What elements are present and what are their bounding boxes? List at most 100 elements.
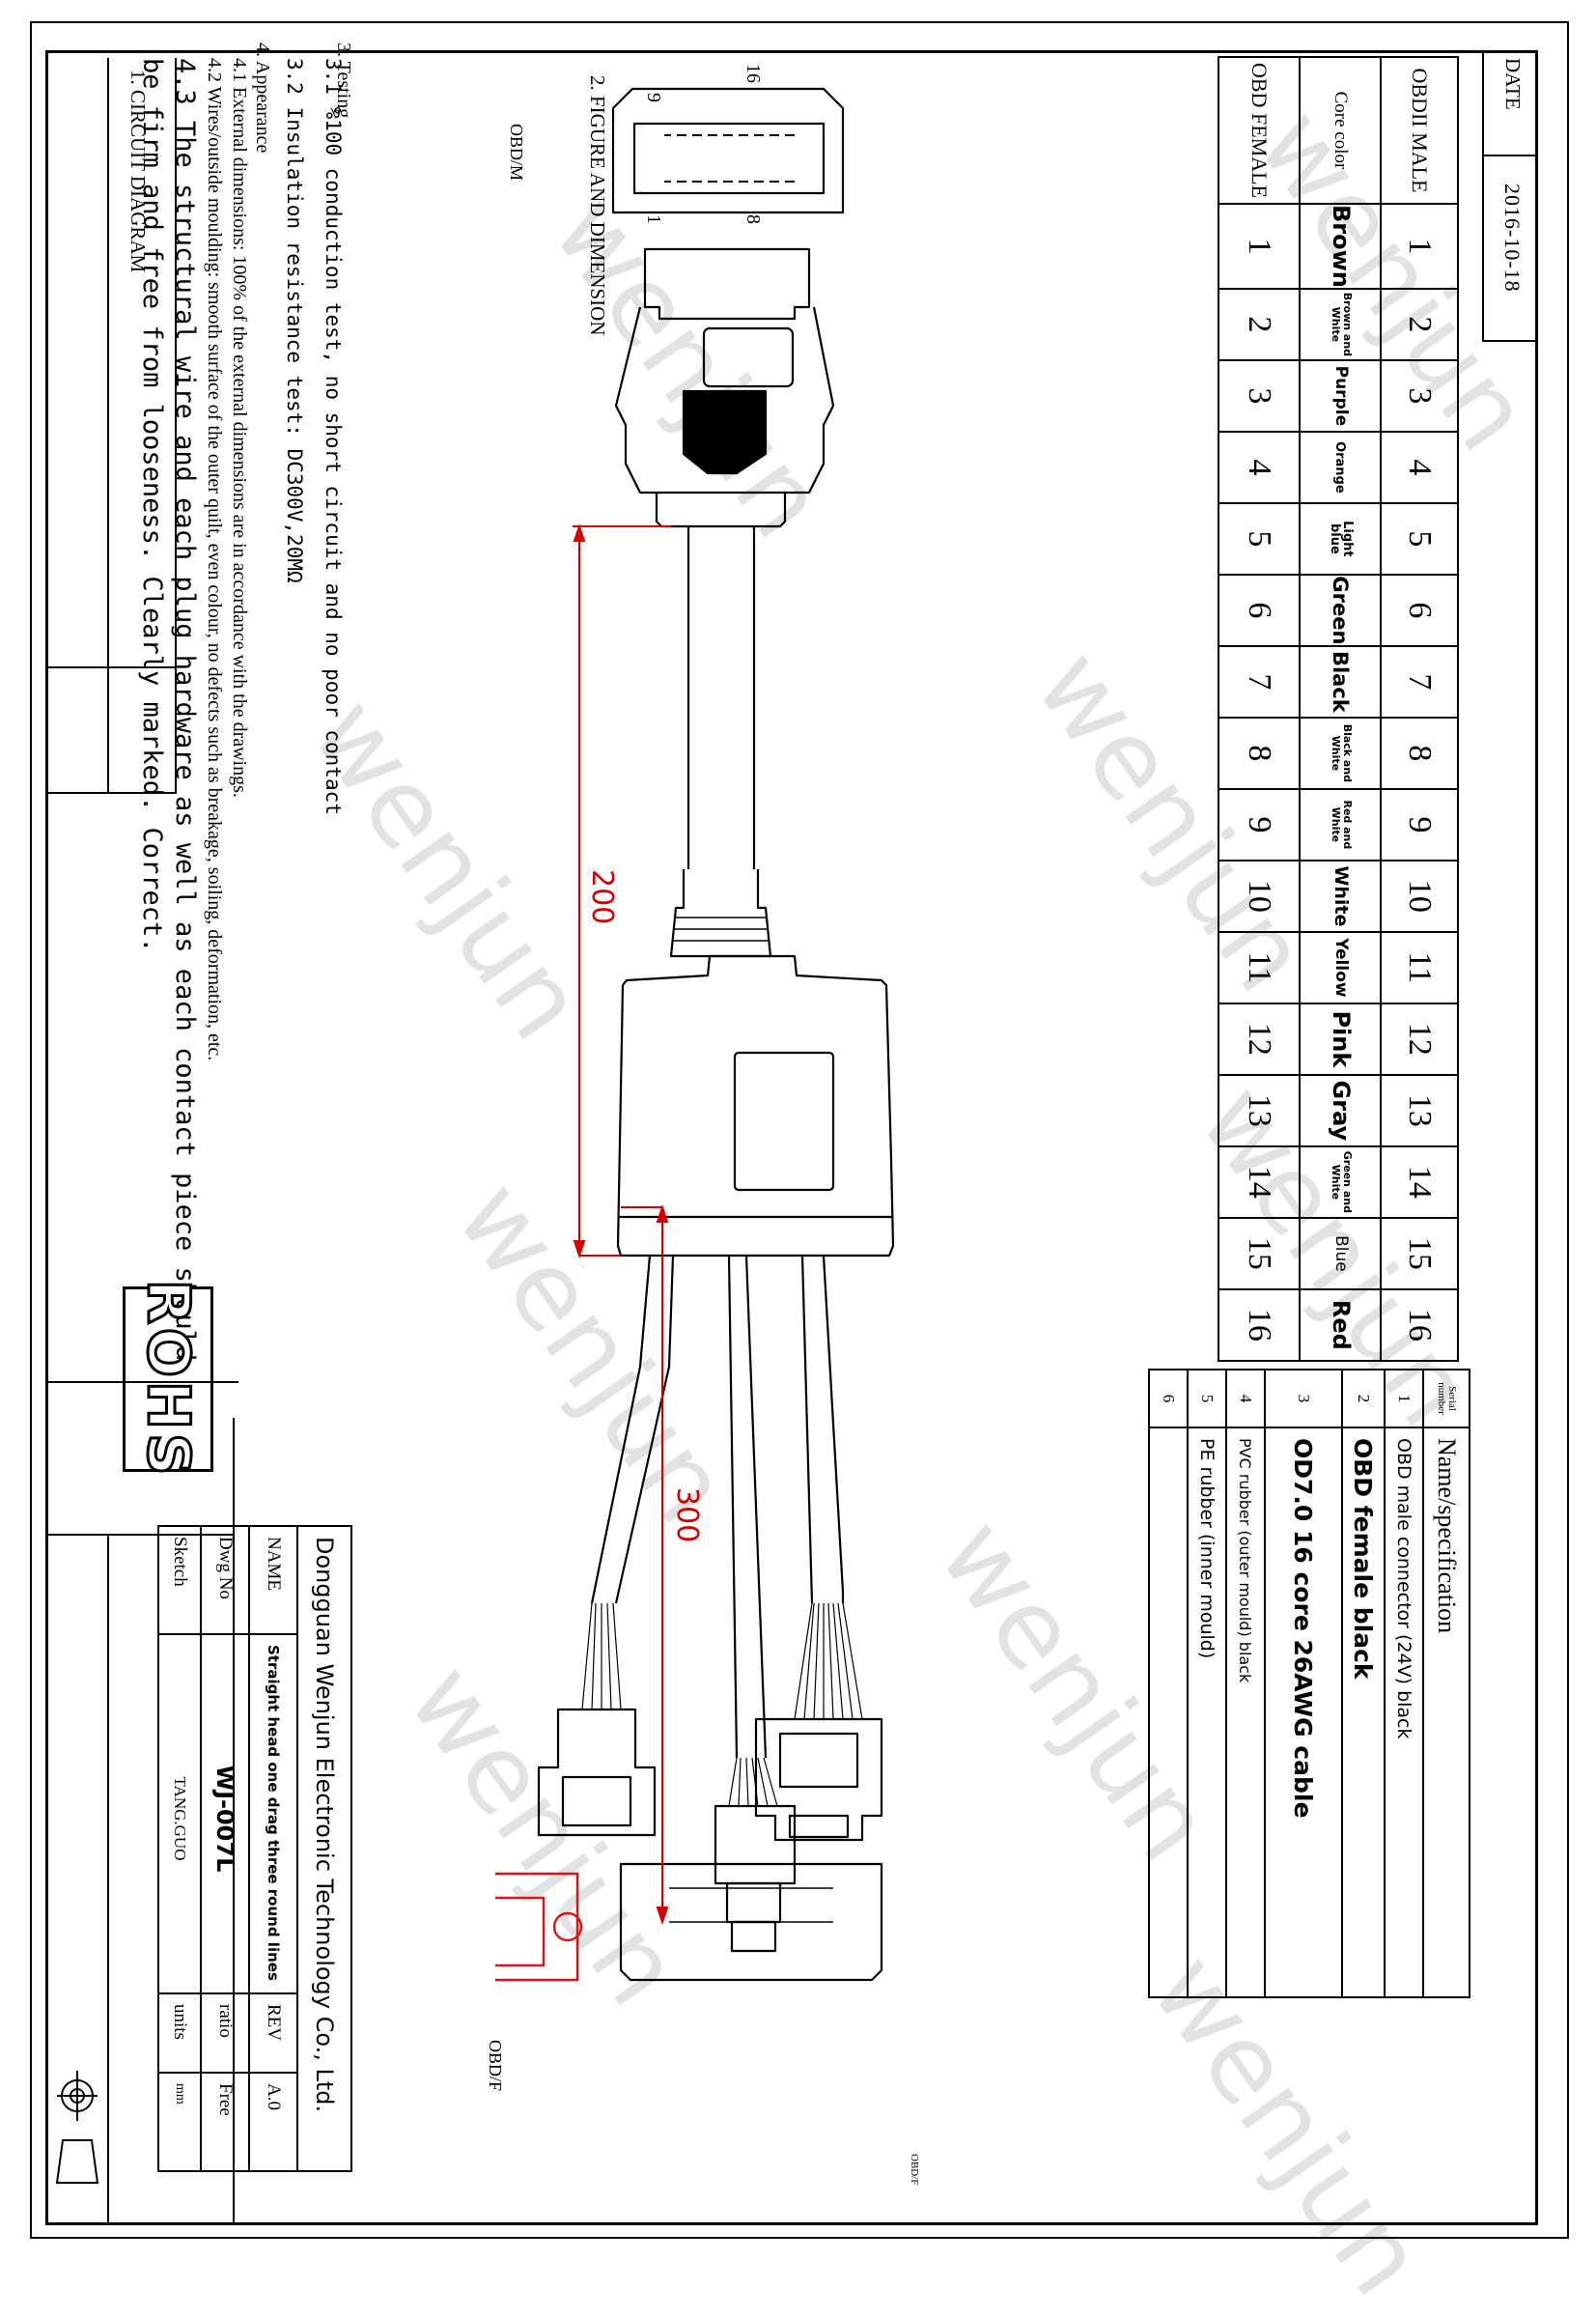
dwg-value: WJ-007L [201, 1634, 249, 1993]
branch-cable-1 [822, 1255, 845, 1603]
male-pin: 3 [1381, 359, 1458, 432]
core-color: Black and White [1330, 723, 1354, 783]
bom-name: OD7.0 16 core 26AWG cable [1265, 1427, 1342, 1997]
core-color: Brown and White [1330, 292, 1354, 357]
bom-name: OBD male connector (24V) black [1385, 1427, 1423, 1997]
female-pin: 16 [1218, 1288, 1300, 1361]
bom-name: PVC rubber (outer mould) black [1226, 1427, 1265, 1997]
obd-male-grip [682, 389, 768, 475]
rev-value: A.0 [249, 2073, 297, 2171]
pin-row-female: OBD FEMALE 1 2 3 4 5 6 7 8 9 10 11 12 13… [1218, 57, 1300, 1361]
projection-symbol-icon [55, 2071, 99, 2184]
name-label: NAME [249, 1526, 297, 1634]
male-pin: 13 [1381, 1074, 1458, 1146]
bom-serial: 3 [1265, 1370, 1342, 1427]
date-label: DATE [1501, 58, 1525, 110]
ratio-label: ratio [201, 1993, 249, 2073]
name-value: Straight head one drag three round lines [249, 1634, 297, 1993]
date-divider [1484, 155, 1538, 156]
frame-rule [107, 1534, 109, 2225]
obd-female-connector-1 [754, 1717, 883, 1842]
core-color: Red [1327, 1299, 1355, 1350]
female-pin: 7 [1218, 645, 1300, 718]
pin-number-label: 1 [643, 214, 664, 224]
harness-diagram [495, 87, 895, 1982]
appearance-item-3b: be firm and free from looseness. Clearly… [137, 58, 167, 953]
obd-male-shell [614, 306, 835, 494]
obd-male-label: OBD/M [507, 124, 526, 182]
row-label-male: OBDII MALE [1381, 57, 1458, 204]
rohs-mark: ROHS [123, 1278, 213, 1481]
obd-male-label-window [702, 326, 795, 388]
pin-row-male: OBDII MALE 1 2 3 4 5 6 7 8 9 10 11 12 13… [1381, 57, 1458, 1361]
obd-male-body [643, 247, 811, 321]
male-pin: 6 [1381, 574, 1458, 646]
bom-name: OBD female black [1342, 1427, 1385, 1997]
female-pin: 12 [1218, 1003, 1300, 1075]
sketch-label: Sketch [158, 1526, 201, 1634]
splitter-strain-relief [669, 869, 772, 958]
bom-name: PE rubber (inner mould) [1188, 1427, 1226, 1997]
branch-cable-3b [590, 1255, 652, 1604]
male-pin: 10 [1381, 860, 1458, 932]
bom-header-name: Name/specification [1423, 1427, 1470, 1997]
frame-rule [107, 58, 109, 792]
obd-female-label: OBD/F [486, 2040, 505, 2092]
core-color: White [1330, 865, 1352, 927]
branch-cable-2 [744, 1255, 768, 1759]
pin-number-label: 8 [742, 214, 764, 224]
female-pin: 13 [1218, 1074, 1300, 1146]
title-block: Dongguan Wenjun Electronic Technology Co… [157, 1525, 352, 2172]
core-color: Blue [1331, 1235, 1351, 1272]
bom-table: Serial number Name/specification 1 OBD m… [1148, 1369, 1470, 1998]
male-pin: 4 [1381, 431, 1458, 503]
obd-female-connector-2 [714, 1804, 797, 1885]
sketch-value: TANG.GUO [158, 1634, 201, 1993]
obd-male-face [611, 87, 845, 214]
dwg-label: Dwg No [201, 1526, 249, 1634]
appearance-item-2: 4.2 Wires/outside moulding: smooth surfa… [204, 58, 225, 1061]
bom-header-serial: Serial number [1423, 1370, 1470, 1427]
row-label-color: Core color [1300, 57, 1381, 204]
core-color: Gray [1327, 1080, 1355, 1142]
units-label: units [158, 1993, 201, 2073]
male-pin: 16 [1381, 1288, 1458, 1361]
ratio-value: Free [201, 2073, 249, 2171]
branch-cable-3 [614, 1255, 675, 1604]
core-color: Green and White [1330, 1150, 1354, 1213]
pin-number-label: 9 [643, 93, 664, 102]
bom-serial: 1 [1385, 1370, 1423, 1427]
female-pin: 9 [1218, 788, 1300, 861]
core-color: Green [1329, 576, 1353, 645]
company-name: Dongguan Wenjun Electronic Technology Co… [297, 1526, 351, 2171]
male-pin: 2 [1381, 288, 1458, 360]
branch-cable-1b [800, 1255, 814, 1604]
core-color: Light blue [1327, 521, 1356, 557]
branch-cable-2b [727, 1255, 739, 1759]
obd-female-face-a [619, 1862, 883, 1982]
core-color: Brown [1327, 205, 1355, 288]
female-pin: 5 [1218, 502, 1300, 575]
obd-female-red-face [495, 1872, 583, 1982]
units-value: mm [158, 2073, 201, 2171]
appearance-item-1: 4.1 External dimensions: 100% of the ext… [229, 58, 250, 798]
obd-female-small-label: OBD/F [909, 2154, 920, 2186]
rev-label: REV [249, 1993, 297, 2073]
male-pin: 9 [1381, 788, 1458, 861]
date-value: 2016-10-18 [1500, 184, 1525, 293]
female-pin: 15 [1218, 1217, 1300, 1289]
female-pin: 8 [1218, 717, 1300, 789]
core-color: Pink [1327, 1010, 1355, 1068]
male-pin: 12 [1381, 1003, 1458, 1075]
drawing-sheet: wenjun wenjun wenjun wenjun wenjun wenju… [30, 21, 1569, 2317]
pin-number-label: 16 [742, 64, 764, 83]
bom-serial: 2 [1342, 1370, 1385, 1427]
rohs-text: ROHS [133, 1278, 204, 1481]
female-pin: 11 [1218, 931, 1300, 1003]
male-pin: 1 [1381, 204, 1458, 289]
splitter-label-window [733, 1051, 835, 1192]
core-color: Purple [1331, 365, 1351, 427]
bom-name [1149, 1427, 1188, 1997]
pin-row-color: Core color Brown Brown and White Purple … [1300, 57, 1381, 1361]
male-pin: 8 [1381, 717, 1458, 789]
